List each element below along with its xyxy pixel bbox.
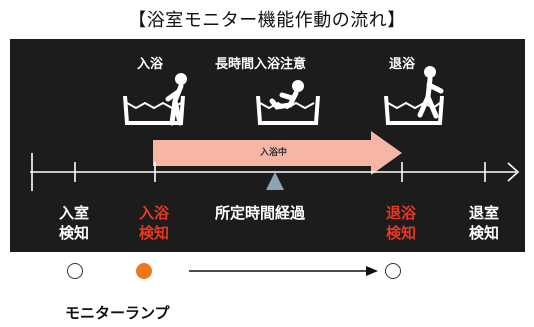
room-entry-detection-label: 入室 検知 bbox=[59, 204, 90, 242]
timeline-ticks bbox=[31, 153, 486, 191]
lamp-indicator-on bbox=[136, 263, 152, 279]
monitor-lamp-label: モニターランプ bbox=[65, 304, 170, 322]
bath-exit-caption: 退浴 bbox=[389, 57, 416, 72]
long-bath-caption: 長時間入浴注意 bbox=[215, 57, 307, 72]
timeline-arrowhead bbox=[507, 162, 520, 182]
elapsed-time-label: 所定時間経過 bbox=[215, 204, 306, 222]
lamp-indicator-off bbox=[385, 263, 401, 279]
elapsed-time-marker bbox=[266, 172, 284, 190]
flow-illustration bbox=[30, 66, 520, 191]
long-bath-figure bbox=[256, 80, 320, 125]
bath-entry-detection-label: 入浴 検知 bbox=[139, 204, 170, 242]
diagram-title: 【浴室モニター機能作動の流れ】 bbox=[128, 10, 406, 31]
in-bath-arrow-label: 入浴中 bbox=[260, 148, 288, 158]
lamp-indicator-off bbox=[67, 263, 83, 279]
in-bath-arrow bbox=[153, 131, 402, 175]
bath-entry-figure bbox=[123, 73, 187, 126]
bath-exit-detection-label: 退浴 検知 bbox=[386, 204, 417, 242]
flow-panel: 入浴 長時間入浴注意 退浴 入浴中 入室 検知 入浴 検知 所定時間経過 退浴 … bbox=[10, 39, 525, 252]
room-exit-detection-label: 退室 検知 bbox=[469, 204, 500, 242]
bath-exit-figure bbox=[384, 66, 444, 125]
bath-entry-caption: 入浴 bbox=[137, 57, 164, 72]
